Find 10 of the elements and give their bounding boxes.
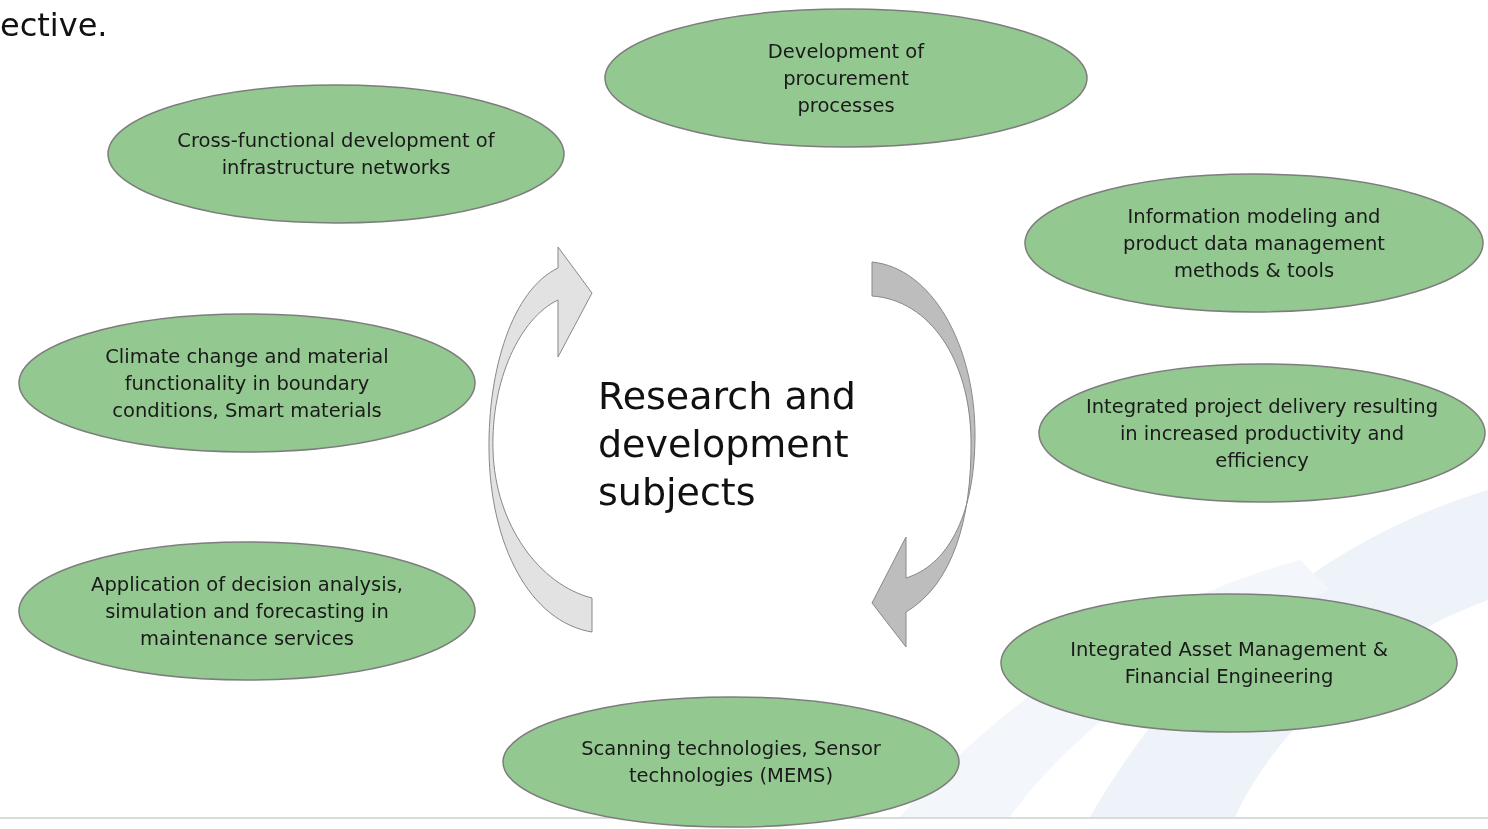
topic-text: Information modeling and product data management methods & tools — [1122, 203, 1386, 284]
topic-text: Development of procurement processes — [766, 38, 926, 119]
topic-text: Cross-functional development of infrastructure networks — [176, 128, 496, 181]
topic-text: Scanning technologies, Sensor technologies (MEMS) — [581, 736, 881, 789]
heading-text: ective. — [0, 6, 109, 44]
topic-text: Integrated project delivery resulting in increased productivity and efficiency — [1085, 393, 1439, 474]
center-title: Research and development subjects — [598, 373, 857, 516]
topic-text: Application of decision analysis, simulation and forecasting in maintenance services — [90, 571, 404, 652]
topic-text: Integrated Asset Management & Financial Engineering — [1069, 637, 1389, 690]
topic-text: Climate change and material functionality in boundary conditions, Smart materials — [104, 343, 390, 424]
